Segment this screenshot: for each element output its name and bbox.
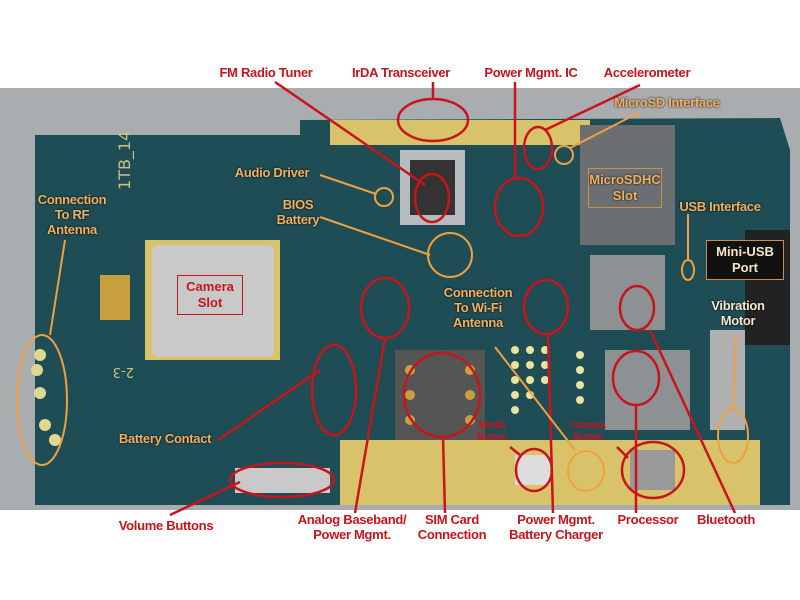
orange-annotations: [16, 111, 749, 492]
camera-module: [152, 245, 274, 357]
label-mini-usb-port: Mini-USB Port: [706, 240, 784, 280]
label-analog-baseband: Analog Baseband/ Power Mgmt.: [297, 512, 407, 542]
label-usb-interface: USB Interface: [679, 199, 761, 214]
label-battery-charger: Power Mgmt. Battery Charger: [509, 512, 603, 542]
label-wifi-antenna: Connection To Wi-Fi Antenna: [443, 285, 513, 330]
board-marking-2-3: 2-3: [113, 364, 134, 379]
label-camera-slot: Camera Slot: [177, 275, 243, 315]
board-marking-1tb14: 1TB_14: [115, 131, 135, 190]
label-battery-contact: Battery Contact: [118, 431, 212, 446]
label-sim-card-connection: SIM Card Connection: [417, 512, 487, 542]
label-bluetooth: Bluetooth: [697, 512, 755, 527]
label-fm-radio-tuner: FM Radio Tuner: [219, 65, 313, 80]
label-processor: Processor: [617, 512, 679, 527]
label-volume-buttons: Volume Buttons: [118, 518, 214, 533]
label-audio-driver: Audio Driver: [234, 165, 310, 180]
label-accelerometer: Accelerometer: [603, 65, 691, 80]
label-microsd-interface: MicroSD Interface: [614, 95, 720, 110]
label-irda-transceiver: IrDA Transceiver: [351, 65, 451, 80]
label-rf-antenna: Connection To RF Antenna: [37, 192, 107, 237]
microsd-slot: [580, 125, 675, 245]
label-media-button: Media Button: [476, 420, 508, 443]
red-annotations: [169, 80, 737, 517]
label-microsdhc-slot: MicroSDHC Slot: [588, 168, 662, 208]
label-bios-battery: BIOS Battery: [276, 197, 320, 227]
label-power-mgmt-ic: Power Mgmt. IC: [484, 65, 578, 80]
label-camera-button: Camera Button: [570, 420, 606, 443]
label-vibration-motor: Vibration Motor: [711, 298, 765, 328]
